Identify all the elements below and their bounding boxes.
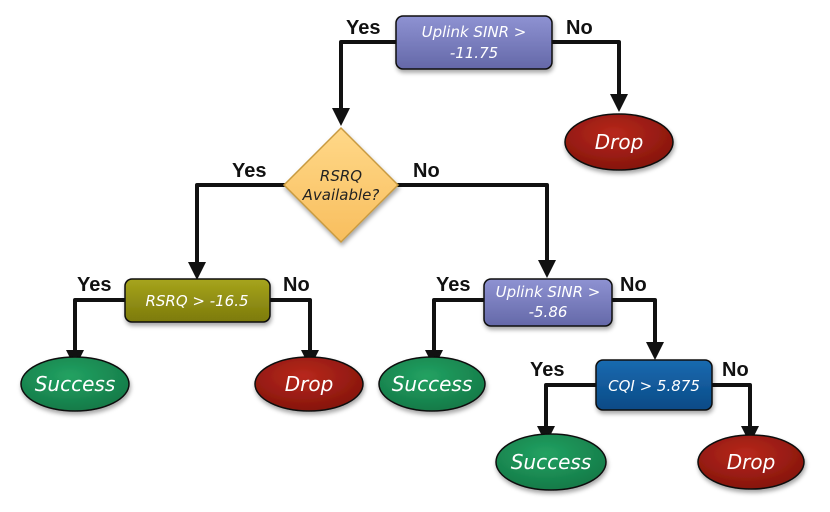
node-uplink-sinr-root-box <box>395 15 553 70</box>
label-avail-yes: Yes <box>232 160 266 182</box>
arrowhead-avail-yes <box>188 262 206 280</box>
node-uplink-sinr-second-line1: Uplink SINR > <box>496 283 601 301</box>
edge-rsrq-yes <box>73 298 127 354</box>
node-rsrq-threshold-box <box>124 278 271 323</box>
label-cqi-no: No <box>722 359 749 381</box>
node-uplink-sinr-second-line2: -5.86 <box>529 303 568 321</box>
node-drop-rsrq: Drop <box>254 356 364 412</box>
edge-cqi-no <box>710 383 752 430</box>
edge-rsrq-no <box>268 298 312 354</box>
arrowhead-sinr2-no <box>646 342 664 360</box>
node-drop-cqi-label: Drop <box>727 450 776 474</box>
node-cqi-threshold: CQI > 5.875 <box>595 359 713 411</box>
label-avail-no: No <box>413 160 440 182</box>
node-success-cqi: Success <box>495 433 607 491</box>
node-success-rsrq: Success <box>20 356 130 412</box>
node-success-sinr: Success <box>378 356 486 412</box>
node-rsrq-available-diamond <box>282 126 400 244</box>
branch-labels: Yes No Yes No Yes No Yes No Yes No <box>77 17 749 381</box>
node-rsrq-threshold-label: RSRQ > -16.5 <box>145 292 248 310</box>
node-rsrq-threshold: RSRQ > -16.5 <box>124 278 271 323</box>
node-success-cqi-label: Success <box>511 450 592 474</box>
label-rsrq-yes: Yes <box>77 274 111 296</box>
node-rsrq-available-line1: RSRQ <box>320 167 362 185</box>
edge-avail-no <box>396 183 549 264</box>
edge-avail-yes <box>195 183 286 266</box>
node-success-rsrq-label: Success <box>35 372 116 396</box>
edge-cqi-yes <box>544 383 598 430</box>
node-rsrq-available-line2: Available? <box>302 186 380 204</box>
label-cqi-yes: Yes <box>530 359 564 381</box>
edge-root-no <box>550 40 621 98</box>
node-uplink-sinr-root-line2: -11.75 <box>450 44 498 62</box>
arrowhead-avail-no <box>538 260 556 278</box>
edge-sinr2-yes <box>432 298 486 354</box>
edge-sinr2-no <box>610 298 657 346</box>
label-sinr2-yes: Yes <box>436 274 470 296</box>
label-root-no: No <box>566 17 593 39</box>
node-success-cqi-ellipse <box>495 433 607 491</box>
edge-root-yes <box>339 40 398 114</box>
arrowhead-root-no <box>610 94 628 112</box>
node-drop-root-ellipse <box>564 113 674 171</box>
node-rsrq-available: RSRQ Available? <box>282 126 400 244</box>
node-drop-rsrq-ellipse <box>254 356 364 412</box>
node-drop-root: Drop <box>564 113 674 171</box>
node-drop-cqi: Drop <box>697 434 805 490</box>
node-drop-rsrq-label: Drop <box>285 372 334 396</box>
node-cqi-threshold-box <box>595 359 713 411</box>
label-rsrq-no: No <box>283 274 310 296</box>
arrowhead-root-yes <box>332 108 350 126</box>
label-sinr2-no: No <box>620 274 647 296</box>
node-uplink-sinr-second-box <box>483 278 613 327</box>
node-uplink-sinr-root: Uplink SINR > -11.75 <box>395 15 553 70</box>
node-success-sinr-ellipse <box>378 356 486 412</box>
node-uplink-sinr-root-line1: Uplink SINR > <box>422 23 527 41</box>
node-drop-cqi-ellipse <box>697 434 805 490</box>
node-cqi-threshold-label: CQI > 5.875 <box>608 377 700 395</box>
label-root-yes: Yes <box>346 17 380 39</box>
node-uplink-sinr-second: Uplink SINR > -5.86 <box>483 278 613 327</box>
node-drop-root-label: Drop <box>595 130 644 154</box>
node-success-sinr-label: Success <box>392 372 473 396</box>
node-success-rsrq-ellipse <box>20 356 130 412</box>
